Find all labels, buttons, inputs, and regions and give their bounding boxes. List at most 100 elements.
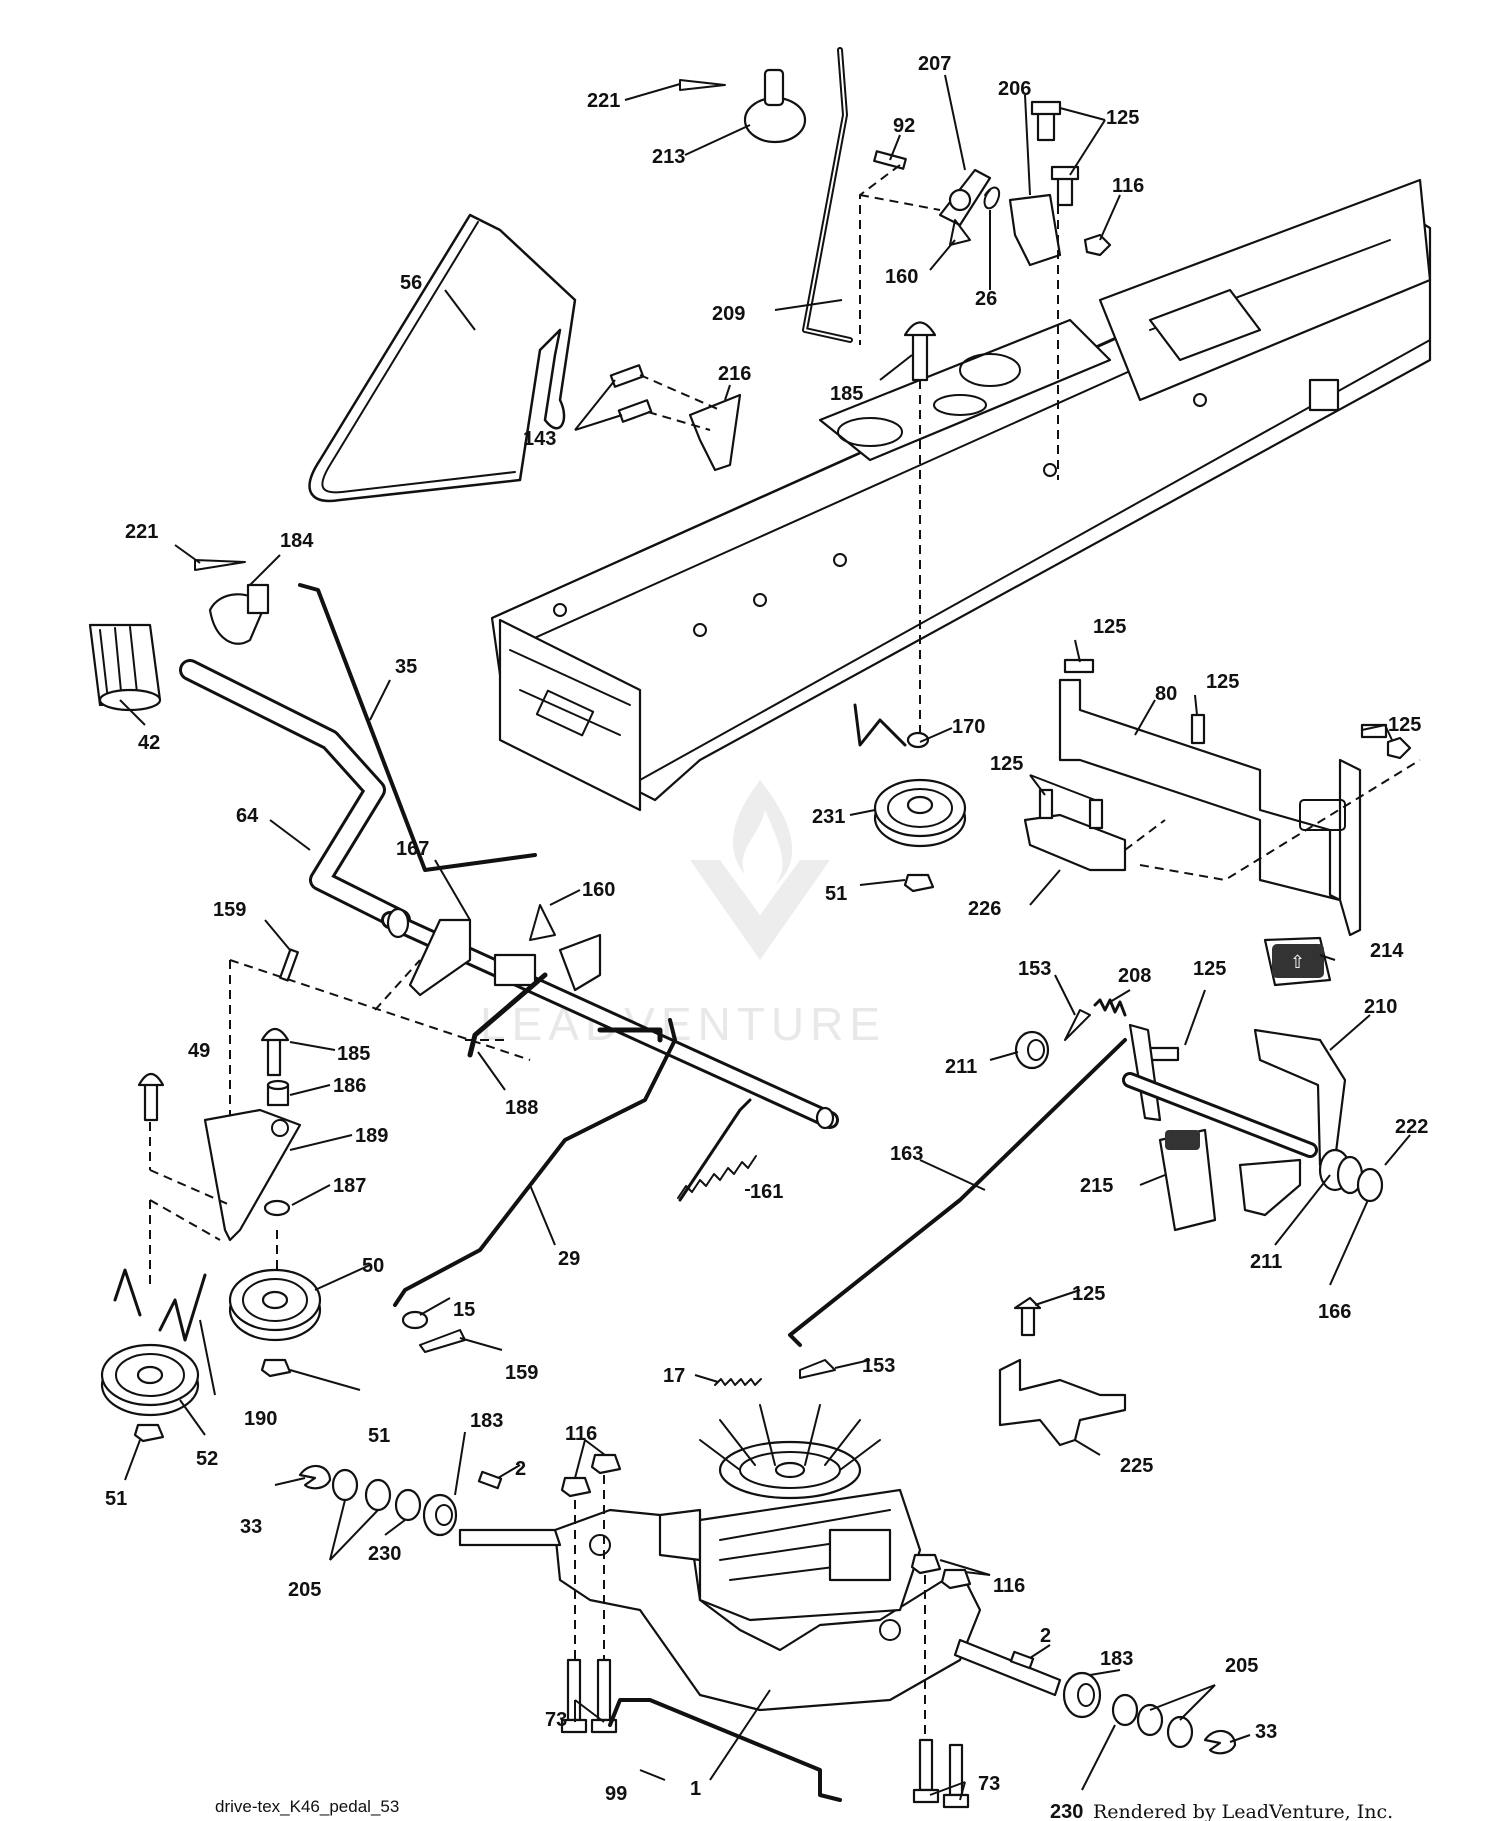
carriage-bolt-185-top — [911, 328, 929, 382]
callout-216: 216 — [718, 363, 751, 385]
part-callouts: 221 213 207 92 206 125 116 56 160 26 209… — [105, 53, 1428, 1821]
svg-text:⇧: ⇧ — [1290, 952, 1305, 973]
bracket-188 — [558, 933, 602, 992]
callout-125-f: 125 — [1193, 958, 1226, 980]
lever-167 — [408, 918, 472, 997]
rod-99 — [608, 1698, 842, 1802]
hairpin-160-top — [949, 219, 971, 246]
callout-208: 208 — [1118, 965, 1151, 987]
pedal-shaft-bracket — [1128, 1023, 1162, 1122]
bracket-216 — [688, 393, 742, 472]
callout-52: 52 — [196, 1448, 218, 1470]
washer-166 — [1356, 1167, 1384, 1203]
nut-116 — [1083, 233, 1112, 257]
callout-51-a: 51 — [825, 883, 847, 905]
spring-208 — [1093, 998, 1127, 1017]
callout-29: 29 — [558, 1248, 580, 1270]
callout-125-e: 125 — [990, 753, 1023, 775]
transaxle-1 — [458, 1404, 1062, 1712]
handle-grip-42 — [88, 623, 162, 712]
callout-125-d: 125 — [1388, 714, 1421, 736]
pedal-lever — [1238, 1158, 1302, 1217]
hairpin-clip-left — [194, 559, 246, 571]
washer-230-left — [394, 1488, 422, 1522]
callout-1: 1 — [690, 1778, 701, 1800]
control-rod-29 — [393, 1018, 677, 1307]
bolt-125-g — [1088, 798, 1104, 830]
callout-15: 15 — [453, 1299, 475, 1321]
hairpin-clip-top — [679, 79, 726, 91]
bolt-73-c — [918, 1738, 934, 1792]
callout-189: 189 — [355, 1125, 388, 1147]
callout-33-b: 33 — [1255, 1721, 1277, 1743]
render-credit: Rendered by LeadVenture, Inc. — [1093, 1801, 1393, 1821]
callout-183-b: 183 — [1100, 1648, 1133, 1670]
watermark-text: LEADVENTURE — [480, 998, 886, 1050]
callout-33-a: 33 — [240, 1516, 262, 1538]
callout-56: 56 — [400, 272, 422, 294]
key-2-right — [1009, 1650, 1035, 1670]
callout-186: 186 — [333, 1075, 366, 1097]
callout-50: 50 — [362, 1255, 384, 1277]
callout-153-a: 153 — [1018, 958, 1051, 980]
pedal-pad-215 — [1158, 1128, 1217, 1232]
nut-116-left-b — [590, 1453, 622, 1475]
pedal-pad-214: ⇧ — [1263, 936, 1332, 987]
callout-184: 184 — [280, 530, 314, 552]
callout-153-b: 153 — [862, 1355, 895, 1377]
hairpin-160-mid — [529, 904, 556, 941]
clevis-pin-159-top — [279, 948, 299, 982]
spring-170 — [853, 703, 907, 747]
callout-213: 213 — [652, 146, 685, 168]
callout-92: 92 — [893, 115, 915, 137]
callout-143: 143 — [523, 428, 556, 450]
drawing-id: drive-tex_K46_pedal_53 — [215, 1797, 399, 1816]
callout-49: 49 — [188, 1040, 210, 1062]
nut-51-mid — [260, 1358, 292, 1378]
control-rod-163 — [788, 1038, 1127, 1347]
drive-belt — [308, 213, 577, 503]
bracket-226 — [1023, 813, 1127, 872]
spring-26 — [983, 186, 1001, 210]
bolt-143-a — [609, 364, 645, 388]
callout-51-c: 51 — [105, 1488, 127, 1510]
callout-187: 187 — [333, 1175, 366, 1197]
callout-167: 167 — [396, 838, 429, 860]
washer-205-b — [364, 1478, 392, 1512]
callout-225: 225 — [1120, 1455, 1153, 1477]
bushing-183-right — [1062, 1671, 1102, 1719]
bolt-125-f — [1038, 788, 1054, 820]
callout-17: 17 — [663, 1365, 685, 1387]
callout-116-c: 116 — [993, 1575, 1025, 1597]
callout-2-a: 2 — [515, 1458, 526, 1480]
callout-2-b: 2 — [1040, 1625, 1051, 1647]
spring-17 — [714, 1378, 762, 1386]
washer-230-right — [1111, 1693, 1139, 1727]
callout-230-a: 230 — [368, 1543, 401, 1565]
nut-51-center — [903, 873, 935, 893]
bolt-73-b — [596, 1658, 612, 1722]
cotter-pin-159 — [419, 1329, 466, 1353]
spring-161 — [678, 1098, 752, 1202]
chassis-frame — [490, 178, 1432, 812]
callout-221: 221 — [587, 90, 620, 112]
callout-160-a: 160 — [885, 266, 918, 288]
callout-209: 209 — [712, 303, 745, 325]
callout-125-b: 125 — [1093, 616, 1126, 638]
bolt-125-d — [1190, 713, 1206, 745]
rod-35 — [298, 583, 537, 872]
callout-161: 161 — [750, 1181, 783, 1203]
callout-222: 222 — [1395, 1116, 1428, 1138]
callout-205-a: 205 — [288, 1579, 321, 1601]
washer-15 — [401, 1310, 429, 1330]
callout-207: 207 — [918, 53, 951, 75]
callout-166: 166 — [1318, 1301, 1351, 1323]
callout-188: 188 — [505, 1097, 538, 1119]
nut-116-right-a — [910, 1553, 942, 1575]
bushing-183-left — [422, 1493, 458, 1537]
bolt-143-b — [617, 399, 653, 423]
callout-190: 190 — [244, 1408, 277, 1430]
v-logo-icon — [690, 860, 830, 960]
hairpin-153-top — [1064, 1009, 1091, 1041]
